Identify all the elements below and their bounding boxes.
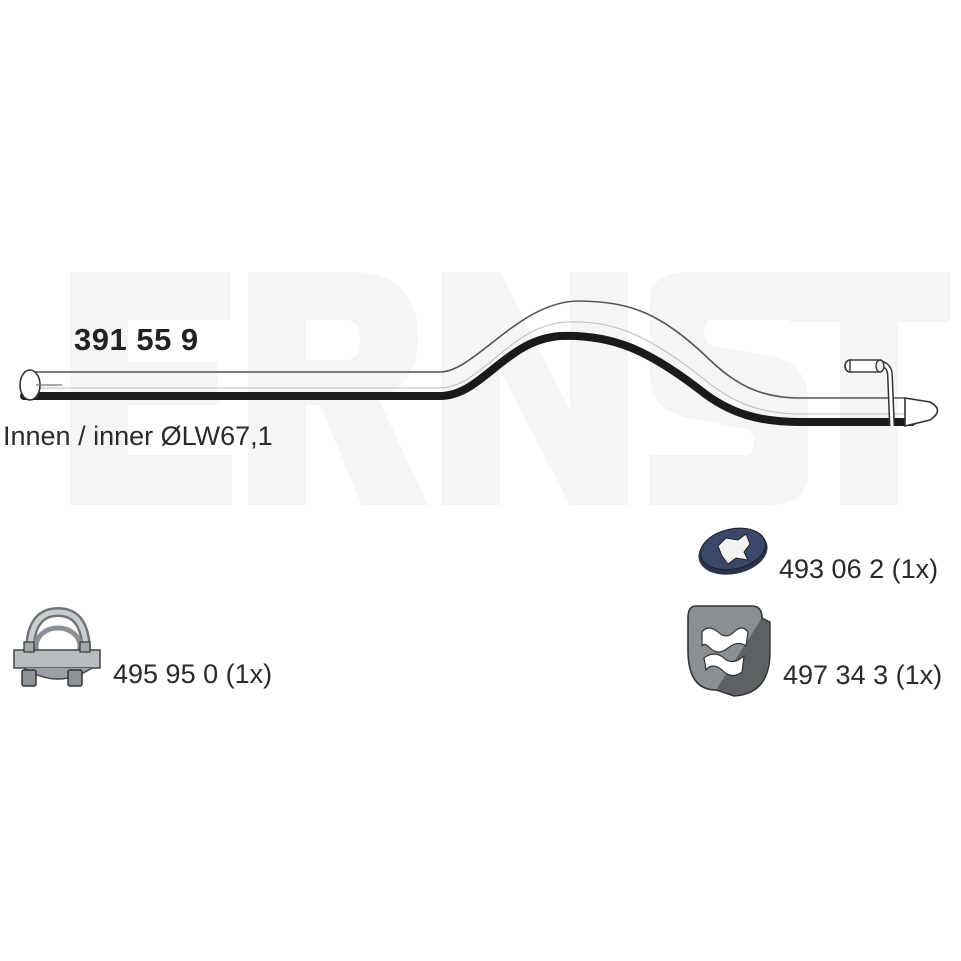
rubber-hanger-icon [687, 605, 771, 697]
clamp-part-number: 495 95 0 (1x) [113, 659, 273, 689]
washer-part-number: 493 06 2 (1x) [779, 554, 939, 584]
exhaust-pipe [19, 300, 939, 428]
main-part-number: 391 55 9 [74, 322, 199, 357]
lock-washer-icon [698, 527, 768, 575]
inner-diameter-label: Innen / inner ØLW67,1 [3, 421, 273, 451]
exhaust-clamp-icon [13, 606, 101, 687]
hanger-part-number: 497 34 3 (1x) [783, 660, 943, 690]
